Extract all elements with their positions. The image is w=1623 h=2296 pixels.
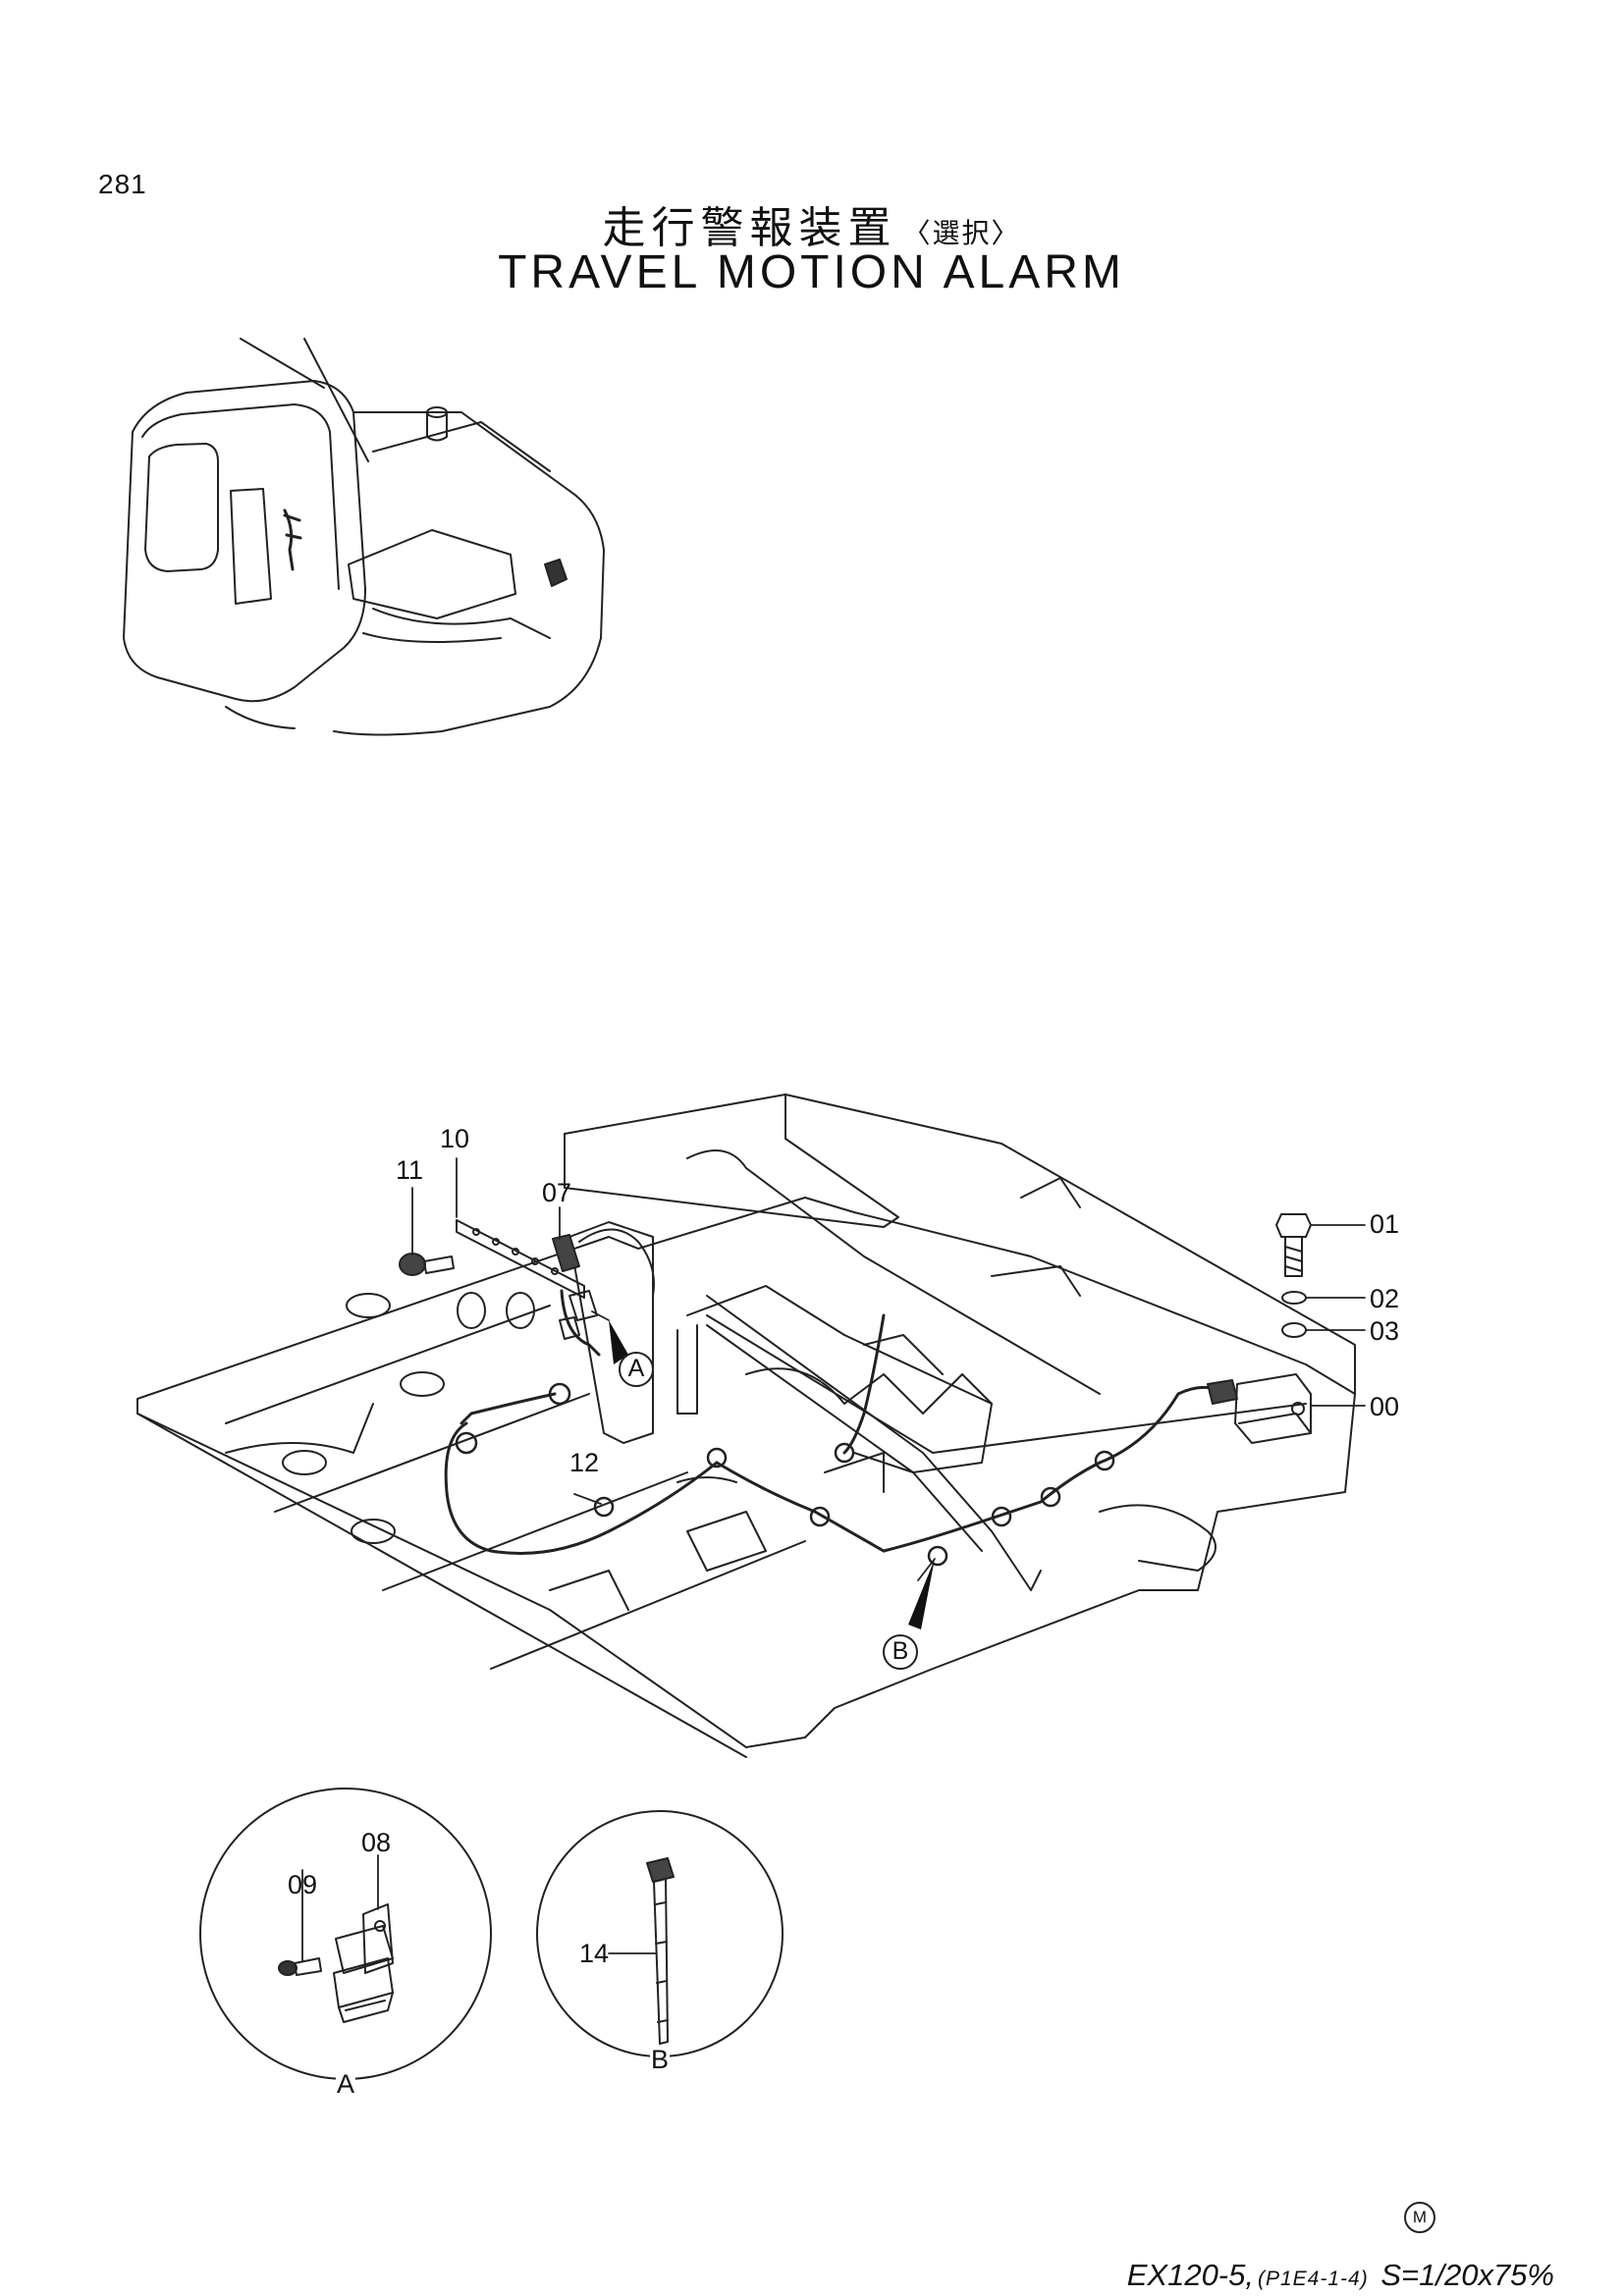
callout-03: 03 <box>1370 1316 1400 1346</box>
detail-a-pointer <box>609 1320 628 1364</box>
spring-washer-part-02 <box>1281 1291 1307 1305</box>
detail-a-circle <box>199 1788 492 2080</box>
callout-00: 00 <box>1370 1392 1400 1421</box>
callout-08: 08 <box>361 1828 392 1857</box>
title-english: TRAVEL MOTION ALARM <box>498 246 1125 298</box>
footer: EX120-5,(P1E4-1-4) S=1/20x75% <box>1127 2258 1554 2293</box>
callout-01: 01 <box>1370 1209 1400 1239</box>
excavator-overview-drawing <box>123 338 605 736</box>
leader-lines <box>411 1157 1366 1581</box>
callout-02: 02 <box>1370 1284 1400 1313</box>
title-japanese-optional: 〈選択〉 <box>902 217 1021 249</box>
page-number: 281 <box>98 169 147 199</box>
buzzer-part-00 <box>1207 1373 1312 1444</box>
marker-b-circle <box>883 1634 918 1670</box>
detail-b-pointer <box>908 1559 935 1629</box>
cable-tie-part-14 <box>646 1857 675 2045</box>
marker-a-label: A <box>627 1355 645 1382</box>
footer-code: (P1E4-1-4) <box>1258 2268 1369 2290</box>
callout-11: 11 <box>396 1155 424 1185</box>
title-japanese-main: 走行警報装置 <box>602 203 897 253</box>
callout-10: 10 <box>440 1124 470 1153</box>
bolt-part-11 <box>399 1253 455 1276</box>
relay-part-07 <box>552 1234 598 1340</box>
callout-14: 14 <box>579 1939 610 1968</box>
footer-model: EX120-5, <box>1126 2258 1254 2292</box>
detail-a-label: A <box>336 2069 355 2100</box>
washer-part-03 <box>1281 1322 1307 1338</box>
cable-clamps <box>455 1382 1115 1567</box>
mounting-plate-part-10 <box>456 1219 585 1299</box>
callout-12: 12 <box>569 1448 600 1477</box>
bolt-part-01 <box>1275 1213 1312 1277</box>
lower-frame-drawing <box>136 1094 1356 1758</box>
wire-harness <box>444 1289 1219 1555</box>
title-japanese: 走行警報装置〈選択〉 <box>0 192 1623 255</box>
relay-with-bracket-part-08 <box>333 1903 394 2023</box>
screw-part-09 <box>278 1957 322 1976</box>
manufacturer-mark: M <box>1404 2202 1435 2233</box>
detail-b-label: B <box>650 2045 670 2075</box>
callout-07: 07 <box>542 1178 572 1207</box>
marker-b-label: B <box>892 1637 909 1665</box>
footer-scale: S=1/20x75% <box>1380 2258 1554 2292</box>
marker-a-circle <box>619 1352 654 1387</box>
callout-09: 09 <box>288 1870 318 1899</box>
